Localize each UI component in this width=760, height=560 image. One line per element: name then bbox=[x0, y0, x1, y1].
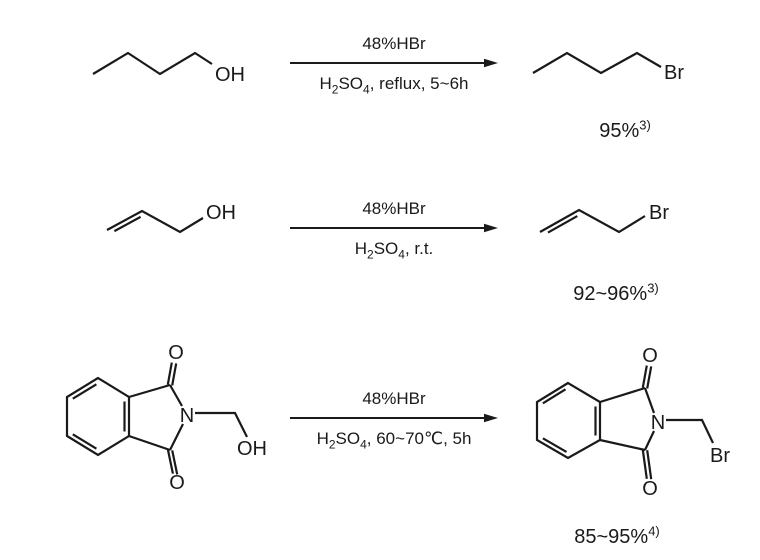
reaction-arrow-line bbox=[290, 58, 498, 68]
text-segment: SO bbox=[338, 74, 364, 93]
reagent-label: 48%HBr bbox=[362, 34, 426, 53]
bond-skeleton bbox=[532, 51, 662, 75]
atom-label-oh: OH bbox=[237, 438, 267, 460]
benzene-ring bbox=[535, 381, 602, 460]
bond-skeleton bbox=[92, 51, 213, 76]
bromomethyl-bonds bbox=[666, 418, 714, 444]
reaction-arrow-line bbox=[290, 413, 498, 423]
product-structure-allyl-bromide: Br bbox=[539, 202, 669, 234]
carbonyl-double-bonds bbox=[166, 362, 179, 475]
text-segment: 4 bbox=[360, 437, 367, 452]
yield-footnote-ref: 4) bbox=[648, 523, 660, 539]
atom-label-o-bottom: O bbox=[642, 478, 658, 500]
yield-footnote-ref: 3) bbox=[639, 117, 651, 133]
imide-ring-bonds bbox=[599, 386, 656, 452]
text-segment: 2 bbox=[367, 247, 374, 262]
text-segment: SO bbox=[335, 429, 361, 448]
atom-label-n: N bbox=[651, 412, 665, 434]
yield-value: 92~96% bbox=[573, 283, 648, 305]
reaction-arrow-1: 48%HBr H2SO4, reflux, 5~6h bbox=[288, 34, 500, 97]
atom-label-oh: OH bbox=[215, 64, 245, 86]
atom-label-o-bottom: O bbox=[169, 472, 185, 494]
hydroxymethyl-bonds bbox=[195, 411, 248, 438]
reactant-structure-allyl-alcohol: OH bbox=[106, 202, 236, 234]
arrowhead-icon bbox=[484, 58, 498, 68]
yield-label-1: 95%3) bbox=[545, 117, 705, 143]
imide-ring-bonds bbox=[128, 383, 184, 452]
text-segment: 4 bbox=[363, 82, 370, 97]
yield-value: 85~95% bbox=[574, 526, 649, 548]
text-segment: 2 bbox=[331, 82, 339, 97]
atom-label-br: Br bbox=[664, 62, 684, 84]
double-bond-inner-line bbox=[547, 215, 578, 234]
product-structure-bromomethylphthalimide: O N O Br bbox=[535, 345, 730, 500]
carbonyl-double-bonds bbox=[641, 365, 653, 480]
conditions-label: H2SO4, reflux, 5~6h bbox=[288, 67, 500, 97]
text-segment: , 60~70℃, 5h bbox=[366, 429, 472, 448]
bond-skeleton bbox=[106, 209, 204, 234]
yield-footnote-ref: 3) bbox=[647, 280, 659, 296]
atom-label-br: Br bbox=[649, 202, 669, 224]
text-segment: SO bbox=[373, 239, 399, 258]
reactant-structure-butanol: OH bbox=[92, 51, 245, 86]
bond-skeleton bbox=[539, 208, 646, 234]
reactant-structure-hydroxymethylphthalimide: O N O OH bbox=[65, 342, 267, 494]
reagent-label: 48%HBr bbox=[362, 389, 426, 408]
reaction-arrow-line bbox=[290, 223, 498, 233]
reaction-arrow-3: 48%HBr H2SO4, 60~70℃, 5h bbox=[288, 389, 500, 452]
text-segment: H bbox=[319, 74, 332, 93]
yield-label-3: 85~95%4) bbox=[537, 523, 697, 549]
text-segment: , reflux, 5~6h bbox=[369, 74, 469, 93]
text-segment: 4 bbox=[398, 247, 405, 262]
reaction-arrow-2: 48%HBr H2SO4, r.t. bbox=[288, 199, 500, 262]
atom-label-br: Br bbox=[710, 445, 730, 467]
yield-value: 95% bbox=[599, 120, 640, 142]
arrowhead-icon bbox=[484, 223, 498, 233]
aromatic-inner-lines bbox=[72, 383, 126, 450]
conditions-label: H2SO4, 60~70℃, 5h bbox=[288, 422, 500, 452]
atom-label-o-top: O bbox=[168, 342, 184, 364]
reagent-label: 48%HBr bbox=[362, 199, 426, 218]
atom-label-n: N bbox=[180, 405, 194, 427]
atom-label-o-top: O bbox=[642, 345, 658, 367]
text-segment: , r.t. bbox=[404, 239, 434, 258]
atom-label-oh: OH bbox=[206, 202, 236, 224]
double-bond-inner-line bbox=[113, 215, 142, 233]
product-structure-bromobutane: Br bbox=[532, 51, 684, 84]
conditions-label: H2SO4, r.t. bbox=[288, 232, 500, 262]
yield-label-2: 92~96%3) bbox=[536, 280, 696, 306]
text-segment: 2 bbox=[328, 437, 336, 452]
aromatic-inner-lines bbox=[542, 388, 597, 453]
benzene-ring bbox=[65, 376, 131, 457]
text-segment: H bbox=[316, 429, 329, 448]
text-segment: H bbox=[354, 239, 367, 258]
arrowhead-icon bbox=[484, 413, 498, 423]
